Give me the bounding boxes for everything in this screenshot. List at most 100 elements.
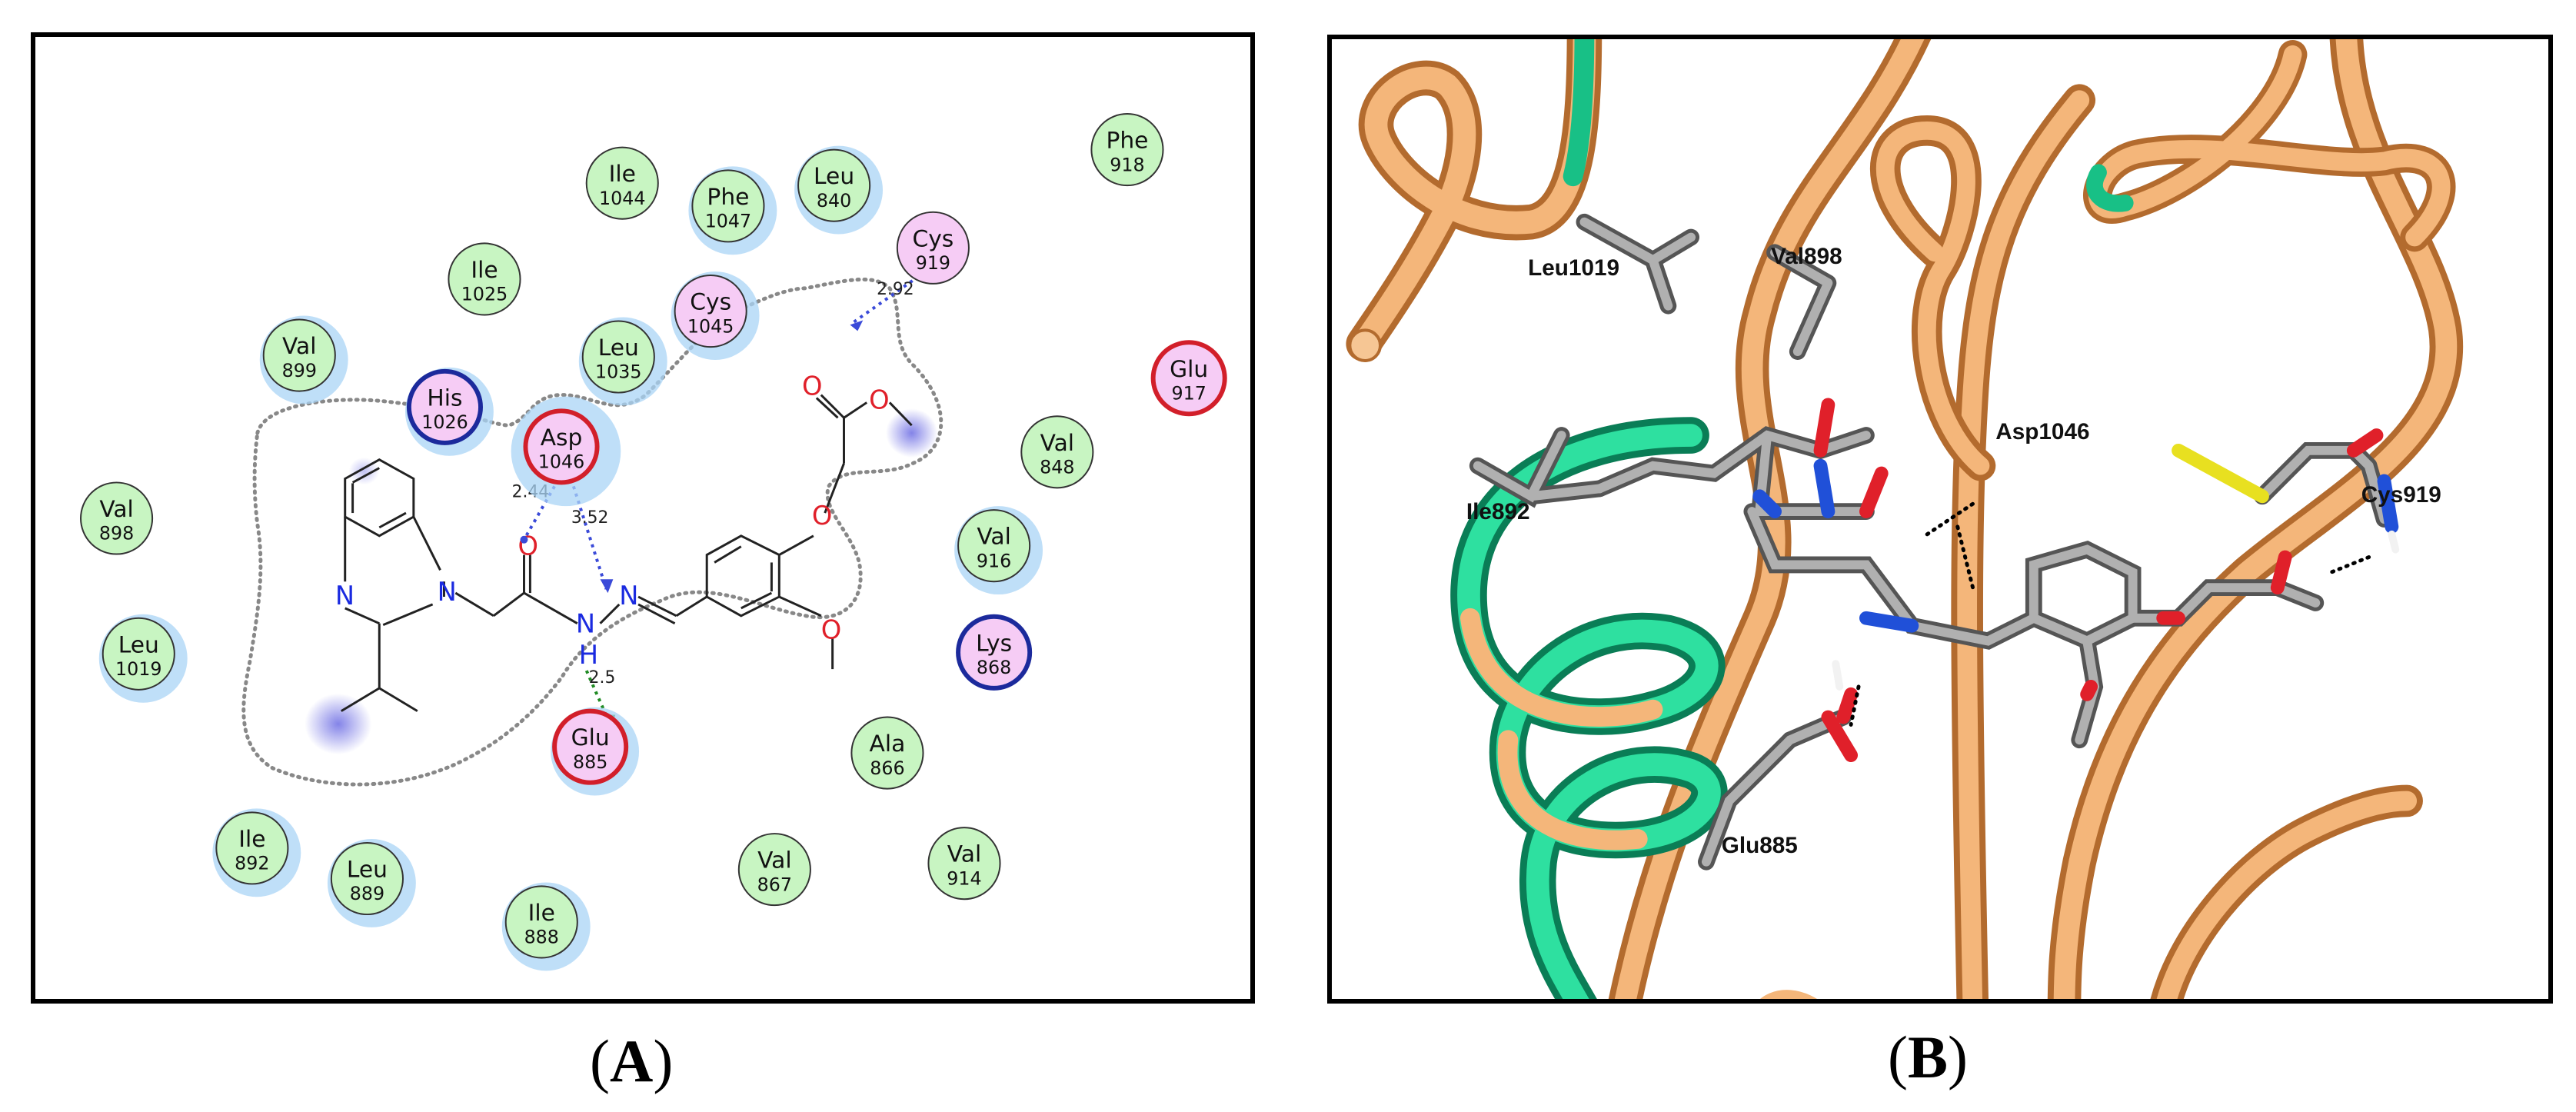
residue-number: 866 xyxy=(870,757,904,779)
residue-name: Val xyxy=(282,333,316,360)
residue-circle xyxy=(523,408,600,485)
atom-o-ester-carbonyl: O xyxy=(802,371,822,401)
residue-name: Ile xyxy=(528,900,555,927)
panel-a-interaction-diagram: N N O N H N O O O O 2.92 2.44 3.52 2.5 xyxy=(31,32,1255,1004)
residue-circle xyxy=(448,242,521,316)
residue-circle xyxy=(957,509,1031,583)
residue-circle xyxy=(1150,340,1227,417)
residue-name: Phe xyxy=(707,184,749,211)
residue-circle xyxy=(215,811,289,885)
ligand-and-sidechains xyxy=(1469,213,2400,871)
residue-circle xyxy=(330,841,404,916)
residue-glu885: Glu885 xyxy=(551,707,640,796)
distance-label-asp1046-n: 3.52 xyxy=(571,508,608,528)
residue-number: 1044 xyxy=(599,188,645,209)
residue-circle xyxy=(674,275,747,348)
label-asp1046: Asp1046 xyxy=(1995,419,2089,444)
residue-name: Val xyxy=(1040,430,1074,457)
residue-name: Glu xyxy=(1170,356,1208,383)
residue-number: 1046 xyxy=(538,451,584,473)
atom-n-benzimidazole-2: N xyxy=(438,577,457,607)
label-cys919: Cys919 xyxy=(2361,482,2441,508)
residue-name: Ile xyxy=(471,257,498,284)
atom-o-ether: O xyxy=(812,501,833,531)
residue-circle xyxy=(691,169,765,243)
ligand-structure xyxy=(340,394,913,712)
residue-number: 1025 xyxy=(461,284,508,305)
atom-n-imine: N xyxy=(619,581,638,611)
residue-name: Glu xyxy=(571,724,610,751)
ribbon-end-cap xyxy=(1348,328,1382,362)
residue-number: 892 xyxy=(235,853,269,874)
residue-circle xyxy=(927,827,1001,901)
residue-asp1046: Asp1046 xyxy=(511,396,621,507)
residue-number: 885 xyxy=(573,751,607,773)
residue-number: 919 xyxy=(916,252,950,274)
residue-name: Leu xyxy=(118,631,159,658)
caption-letter-b: B xyxy=(1907,1024,1949,1090)
caption-panel-a: (A) xyxy=(590,1027,674,1094)
caption-letter-a: A xyxy=(609,1027,654,1094)
solvent-blob xyxy=(305,693,372,755)
residue-circle xyxy=(585,146,659,220)
residue-name: Val xyxy=(977,524,1010,551)
residue-name: Val xyxy=(757,847,791,874)
atom-h-hydrazide: H xyxy=(579,640,598,670)
residue-circle xyxy=(1020,415,1094,489)
residue-number: 917 xyxy=(1172,382,1206,404)
residue-name: His xyxy=(427,385,462,411)
residue-number: 840 xyxy=(817,190,851,211)
residue-number: 916 xyxy=(977,550,1011,571)
residue-circle xyxy=(956,614,1033,691)
distance-label-glu885: 2.5 xyxy=(589,668,616,688)
label-leu1019: Leu1019 xyxy=(1528,255,1619,281)
residue-number: 1019 xyxy=(115,658,161,680)
residue-number: 918 xyxy=(1110,154,1144,175)
residue-number: 1035 xyxy=(595,361,641,383)
panel-b-3d-binding-pose: Leu1019 Val898 Asp1046 Ile892 Cys919 Glu… xyxy=(1327,35,2553,1004)
residue-name: Asp xyxy=(541,424,583,451)
residue-name: Ala xyxy=(870,731,906,757)
caption-panel-b: (B) xyxy=(1888,1024,1968,1090)
atom-n-benzimidazole: N xyxy=(335,581,354,611)
atom-o-ester: O xyxy=(869,385,890,415)
ligand-interaction-2d-diagram: N N O N H N O O O O 2.92 2.44 3.52 2.5 xyxy=(80,113,1227,971)
label-val898: Val898 xyxy=(1771,244,1842,269)
label-glu885: Glu885 xyxy=(1722,833,1798,858)
residue-name: Ile xyxy=(238,826,265,853)
residue-number: 1045 xyxy=(687,315,734,337)
residue-name: Val xyxy=(99,496,133,523)
distance-label-cys919: 2.92 xyxy=(877,280,914,299)
residue-number: 868 xyxy=(977,657,1011,678)
residue-circle xyxy=(504,885,578,959)
residue-circle xyxy=(1090,113,1164,187)
residue-cys919: Cys919 xyxy=(896,211,970,285)
residue-name: Lys xyxy=(976,630,1012,657)
residue-number: 888 xyxy=(524,927,559,948)
residue-number: 848 xyxy=(1040,457,1074,478)
residue-name: Val xyxy=(947,841,981,868)
residue-number: 914 xyxy=(947,867,981,889)
residue-number: 898 xyxy=(99,523,134,544)
residue-val898: Val898 xyxy=(80,481,154,555)
residue-circle xyxy=(797,148,871,222)
residue-number: 867 xyxy=(757,874,792,895)
residue-circle xyxy=(552,708,629,785)
residue-circle xyxy=(896,211,970,285)
residue-name: Leu xyxy=(347,857,388,884)
atom-n-hydrazide: N xyxy=(576,609,595,639)
